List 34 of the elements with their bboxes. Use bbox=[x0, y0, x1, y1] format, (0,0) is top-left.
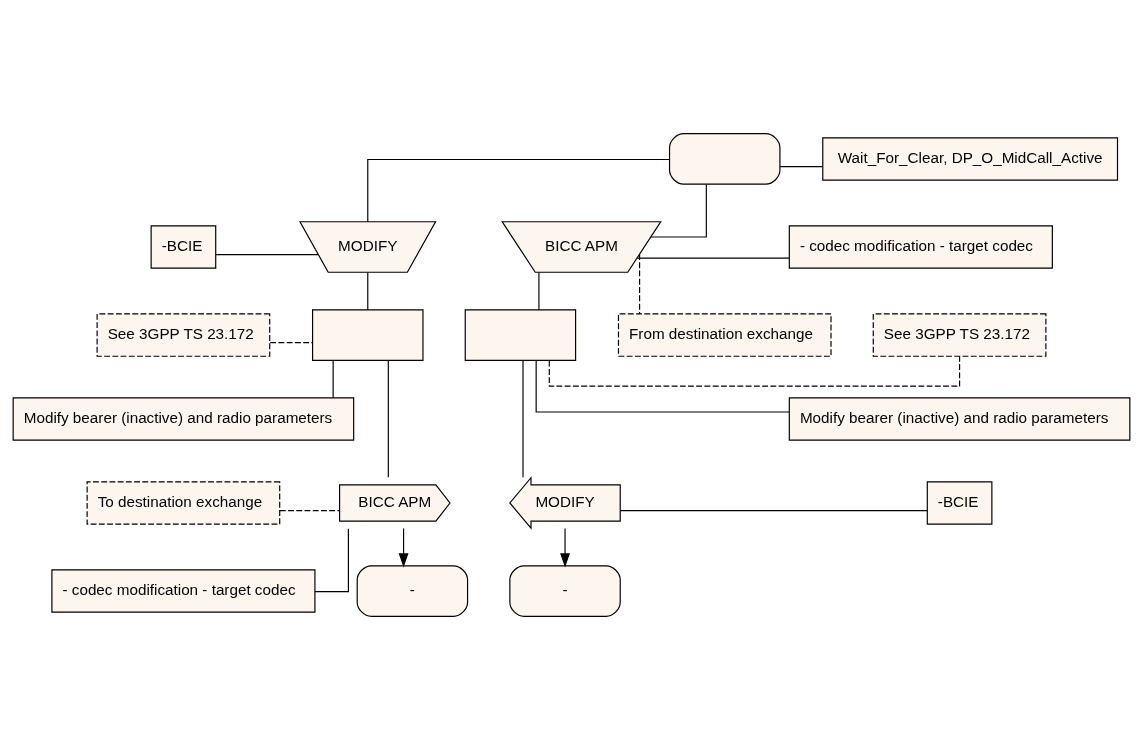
connector bbox=[639, 253, 641, 315]
arrow bbox=[398, 527, 409, 567]
node-box: To destination exchange bbox=[86, 480, 281, 525]
connector bbox=[619, 509, 928, 511]
connector bbox=[367, 271, 369, 310]
connector bbox=[314, 527, 349, 592]
node-box: -BCIE bbox=[926, 480, 993, 525]
node-box: From destination exchange bbox=[617, 312, 832, 357]
node-box bbox=[464, 308, 577, 361]
connector bbox=[387, 359, 389, 478]
node-box: - codec modification - target codec bbox=[788, 224, 1053, 269]
connector bbox=[636, 257, 790, 259]
connector bbox=[650, 183, 707, 238]
node-box: Modify bearer (inactive) and radio parameters bbox=[12, 396, 355, 441]
node-box: Modify bearer (inactive) and radio parameters bbox=[788, 396, 1131, 441]
node-box: See 3GPP TS 23.172 bbox=[96, 312, 271, 357]
node-box: - bbox=[356, 564, 469, 617]
connector bbox=[215, 253, 319, 255]
connector bbox=[367, 158, 670, 222]
connector bbox=[535, 359, 790, 413]
connector bbox=[279, 509, 341, 511]
node-box: - bbox=[509, 564, 621, 617]
node-box: - codec modification - target codec bbox=[51, 568, 316, 613]
node-box bbox=[312, 308, 424, 361]
node-box: See 3GPP TS 23.172 bbox=[872, 312, 1047, 357]
node-box: Wait_For_Clear, DP_O_MidCall_Active bbox=[822, 136, 1119, 181]
connector bbox=[332, 359, 334, 398]
node-box bbox=[668, 132, 781, 185]
connector bbox=[522, 359, 524, 478]
node-box: -BCIE bbox=[150, 224, 217, 269]
arrow bbox=[560, 527, 570, 567]
connector bbox=[779, 165, 824, 167]
connector bbox=[548, 355, 961, 387]
connector bbox=[538, 271, 540, 310]
